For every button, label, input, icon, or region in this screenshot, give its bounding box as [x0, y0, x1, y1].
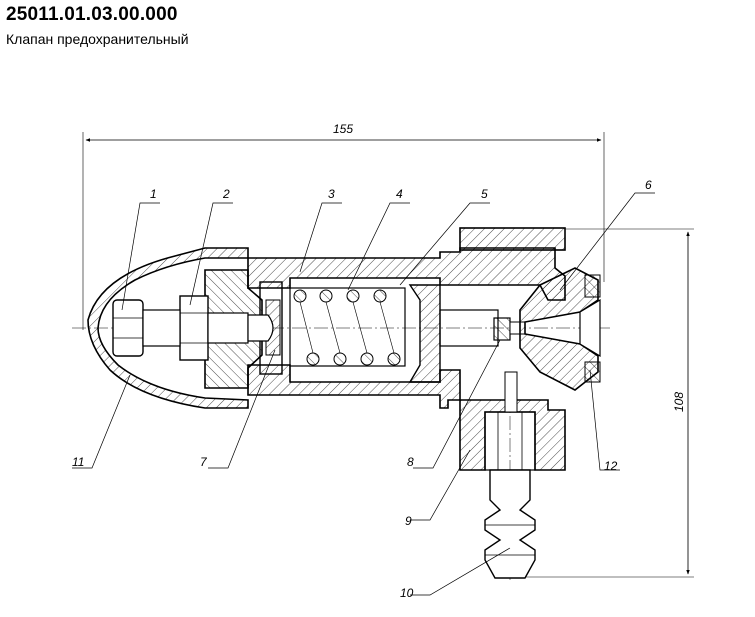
callout-1: 1 — [150, 187, 157, 201]
drawing-name: Клапан предохранительный — [6, 31, 189, 47]
cap-part-11 — [87, 247, 249, 409]
callout-7: 7 — [200, 455, 208, 469]
callout-3: 3 — [328, 187, 335, 201]
dimension-height-label: 108 — [672, 392, 686, 412]
callout-10: 10 — [400, 586, 414, 600]
dimension-width: 155 — [82, 122, 605, 330]
fitting-part-6 — [519, 267, 601, 391]
callout-11: 11 — [72, 455, 84, 469]
callout-12: 12 — [604, 459, 618, 473]
callout-8: 8 — [407, 455, 414, 469]
callout-6: 6 — [645, 178, 652, 192]
callout-4: 4 — [396, 187, 403, 201]
spring-part-4 — [293, 289, 401, 366]
dimension-width-label: 155 — [333, 122, 353, 136]
drawing-code: 25011.01.03.00.000 — [6, 4, 178, 25]
dimension-height: 108 — [520, 228, 694, 578]
callout-2: 2 — [222, 187, 230, 201]
nipple-part-10 — [484, 469, 536, 579]
outlet-housing-part-9 — [459, 371, 566, 471]
screw-part-2 — [179, 295, 274, 361]
callout-9: 9 — [405, 514, 412, 528]
leader-lines — [72, 192, 655, 596]
nut-part-1 — [112, 299, 181, 357]
callout-5: 5 — [481, 187, 488, 201]
